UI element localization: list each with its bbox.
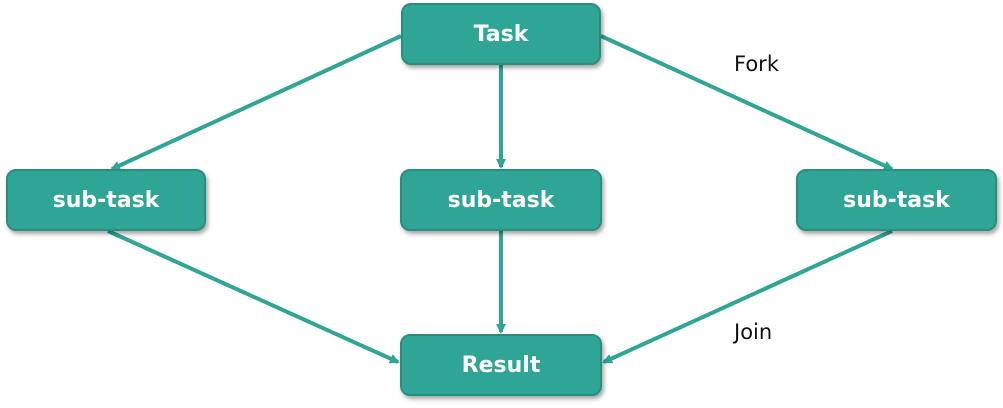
subtask-node-center-label: sub-task xyxy=(447,187,555,213)
fork-label: Fork xyxy=(734,52,779,76)
subtask-node-left: sub-task xyxy=(6,169,206,231)
subtask-node-center: sub-task xyxy=(400,169,602,231)
subtask-node-right-label: sub-task xyxy=(843,187,950,213)
edge-task-to-subtask-left xyxy=(110,34,402,171)
edge-subtask-left-to-result xyxy=(107,229,400,364)
edges-group xyxy=(107,34,894,364)
task-node-label: Task xyxy=(473,21,529,47)
join-label: Join xyxy=(734,320,773,344)
subtask-node-right: sub-task xyxy=(796,169,997,231)
subtask-node-left-label: sub-task xyxy=(52,187,160,213)
result-node: Result xyxy=(400,334,602,396)
edge-task-to-subtask-right xyxy=(600,34,894,171)
result-node-label: Result xyxy=(461,352,541,378)
edge-subtask-right-to-result xyxy=(602,229,893,364)
task-node: Task xyxy=(401,3,601,65)
